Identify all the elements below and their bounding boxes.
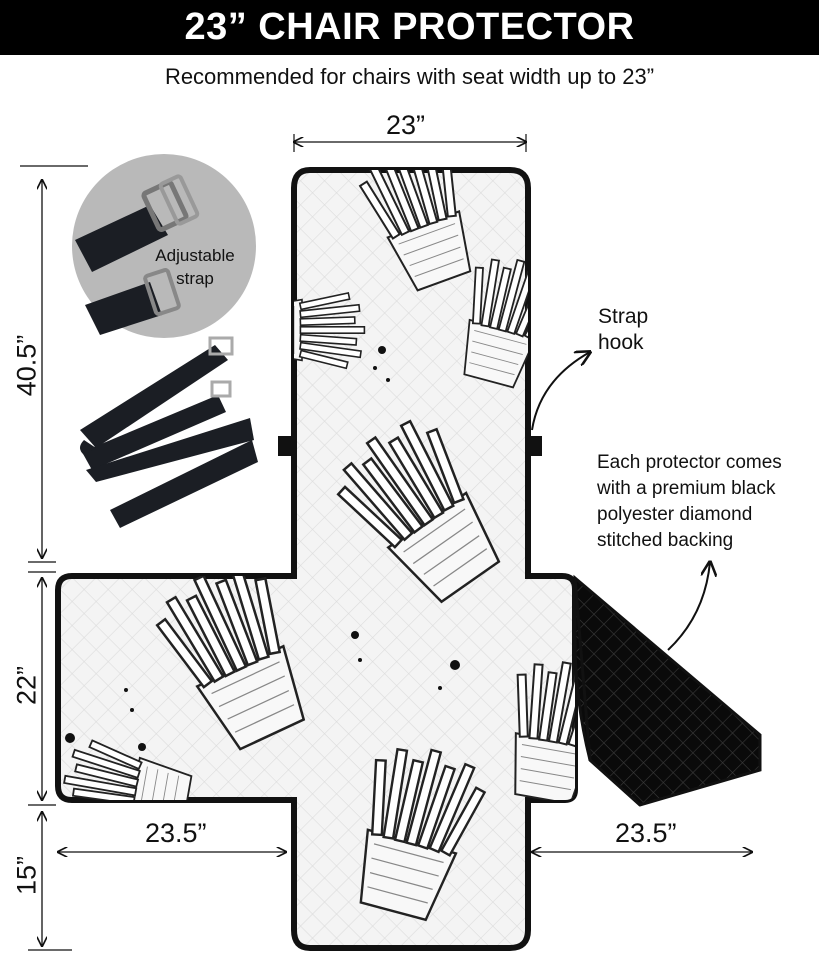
french-fries-pattern <box>58 170 575 928</box>
subtitle: Recommended for chairs with seat width u… <box>164 64 655 89</box>
strap-hook-label: Strap hook <box>598 305 649 354</box>
strap-hook-arrow <box>531 352 590 431</box>
dim-left-arm: 23.5” <box>145 818 207 848</box>
strap-hook-left <box>278 436 292 456</box>
page-title: 23” CHAIR PROTECTOR <box>184 6 635 48</box>
page-title-banner: 23” CHAIR PROTECTOR <box>0 0 819 55</box>
dim-seat-width: 23” <box>386 110 426 140</box>
dim-seat-depth: 22” <box>11 665 42 706</box>
backing-arrow <box>667 562 710 651</box>
strap-hook-right <box>528 436 542 456</box>
backing-note: Each protector comes with a premium blac… <box>597 452 782 551</box>
strap-buckle-icon <box>75 174 200 335</box>
protector-outline <box>55 167 578 951</box>
adjustable-strap-label: Adjustable strap <box>155 246 235 288</box>
dim-back-height: 40.5” <box>11 334 42 397</box>
dim-front-flap: 15” <box>11 855 42 896</box>
dim-right-arm: 23.5” <box>615 818 677 848</box>
strap-detail-circle <box>72 154 256 338</box>
loose-strap-icon <box>80 336 258 528</box>
